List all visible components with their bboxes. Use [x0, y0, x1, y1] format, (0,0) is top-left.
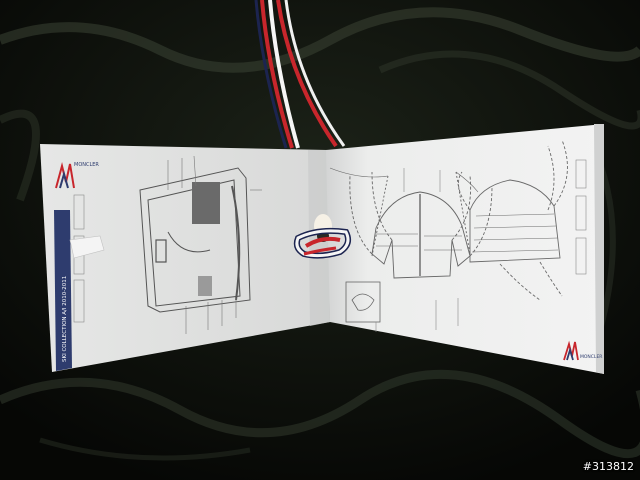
left-brand-text: MONCLER	[74, 162, 99, 168]
jacket-sheen	[0, 7, 640, 461]
right-page: MONCLER	[326, 124, 604, 374]
left-page: MONCLER	[40, 144, 330, 372]
right-brand-text: MONCLER	[580, 354, 602, 360]
tricolor-cord-loop	[293, 227, 351, 259]
jacket-back-drawing	[457, 139, 568, 301]
right-brand-logo	[563, 340, 579, 361]
tricolor-cord-top	[254, 0, 346, 149]
watermark-text: #313812	[582, 460, 634, 473]
hood-detail-box	[345, 281, 381, 323]
brand-logo	[55, 162, 75, 189]
right-callout-lines	[375, 168, 459, 332]
paper-flap	[69, 235, 105, 259]
interior-diagram	[139, 167, 251, 313]
collection-band	[54, 210, 72, 371]
right-size-boxes	[575, 159, 587, 275]
collection-title: SKI COLLECTION A/I 2010-2011	[62, 276, 68, 362]
callout-lines	[167, 155, 262, 334]
